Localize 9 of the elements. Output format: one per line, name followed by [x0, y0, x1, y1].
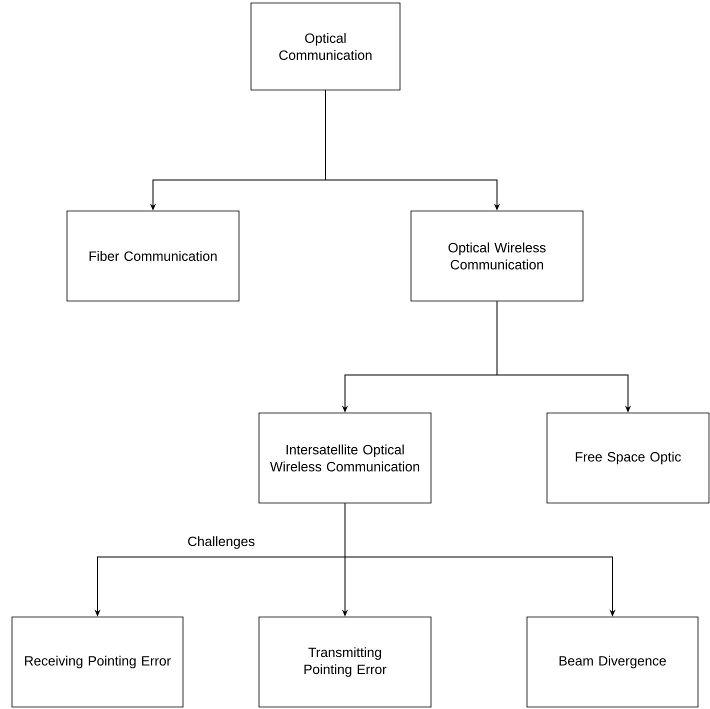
process-box: Free Space Optic [546, 412, 710, 504]
process-box: Transmitting Pointing Error [258, 616, 432, 708]
process-box: Optical Wireless Communication [410, 210, 584, 302]
process-box: Receiving Pointing Error [12, 616, 184, 708]
process-box: Fiber Communication [66, 210, 240, 302]
edge-label: Challenges [188, 536, 254, 549]
process-box: Optical Communication [250, 2, 400, 90]
process-box: Intersatellite Optical Wireless Communication [258, 412, 432, 504]
process-box: Beam Divergence [526, 616, 698, 708]
